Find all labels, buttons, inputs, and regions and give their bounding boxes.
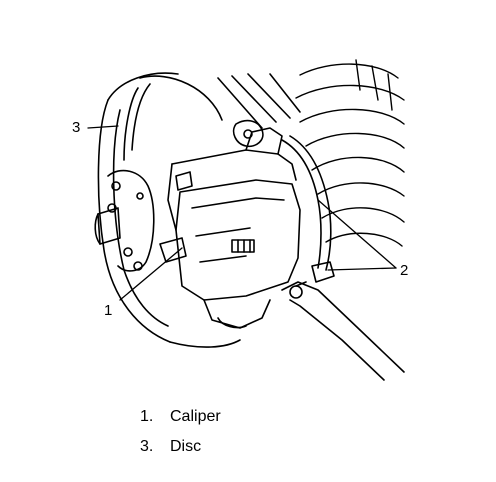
- legend-number: 1.: [140, 408, 154, 425]
- parts-legend: 1. Caliper 3. Disc: [140, 402, 221, 462]
- legend-label: Disc: [170, 438, 202, 455]
- hose-leader-line-a: [317, 199, 397, 269]
- callout-hose-number: 2: [400, 262, 409, 279]
- caliper-leader-line: [119, 247, 183, 301]
- legend-item-caliper: 1. Caliper: [140, 402, 221, 432]
- brake-disc: [97, 72, 241, 348]
- strut-arms: [217, 73, 301, 148]
- lower-arm: [281, 281, 405, 381]
- callout-disc-number: 3: [72, 119, 81, 136]
- callout-caliper-number: 1: [104, 302, 113, 319]
- disc-leader-line: [87, 125, 119, 129]
- brake-hose: [281, 135, 335, 287]
- caliper: [159, 127, 301, 329]
- legend-number: 3.: [140, 438, 154, 455]
- legend-item-disc: 3. Disc: [140, 432, 221, 462]
- coil-spring: [295, 59, 405, 247]
- wheel-hub: [94, 169, 155, 272]
- callout-leaders: [87, 125, 397, 301]
- hose-leader-line-b: [327, 267, 397, 271]
- legend-label: Caliper: [170, 408, 221, 425]
